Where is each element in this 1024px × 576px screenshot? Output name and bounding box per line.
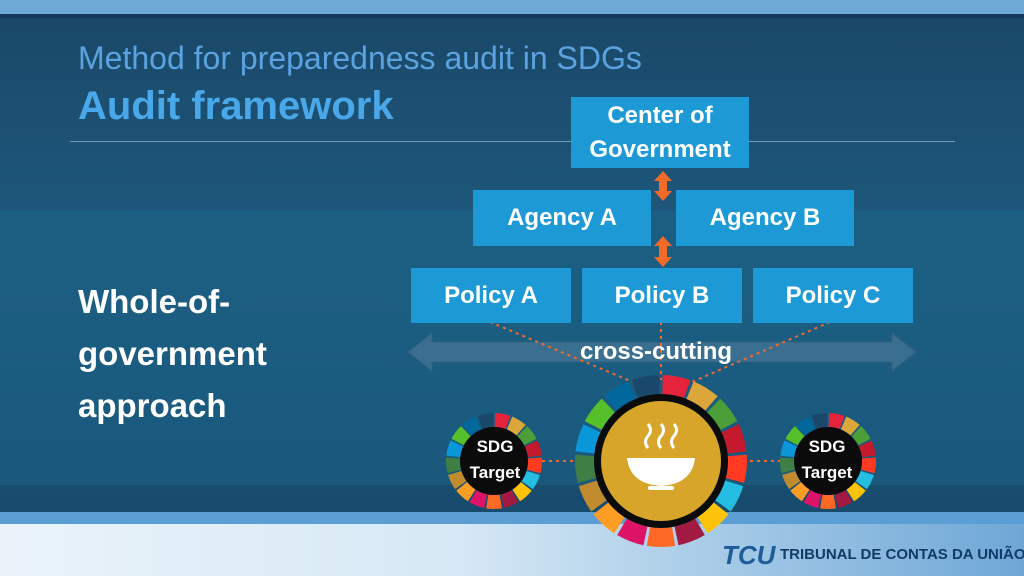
sdg-wheel-segment [715, 480, 744, 512]
footer-accent-line [0, 512, 1024, 524]
sdg-wheel-segment [521, 470, 540, 490]
sdg-wheel-segment [517, 426, 537, 446]
sdg-wheel-segment [811, 413, 828, 430]
sdg-wheel-segment [686, 381, 718, 411]
bowl-icon [627, 423, 695, 490]
sdg-wheel-segment [446, 457, 462, 474]
sdg-wheel-segment [790, 482, 810, 502]
sdg-target-wheel-left [446, 413, 542, 510]
sdg-wheel-segment [782, 470, 801, 490]
sdg-wheel-segment [779, 457, 796, 474]
sdg-wheel-segment [451, 426, 471, 446]
organization-name: TRIBUNAL DE CONTAS DA UNIÃO [780, 546, 1024, 563]
top-accent-bar [0, 0, 1024, 14]
sdg-wheel-center [460, 427, 528, 495]
agency-a-box: Agency A [473, 190, 651, 246]
policy-c-box: Policy C [753, 268, 913, 323]
sdg-wheel-segment [462, 416, 482, 436]
center-of-government-box: Center of Government [571, 97, 749, 168]
sdg-wheel-segment [494, 413, 511, 430]
top-dark-bar [0, 14, 1024, 18]
sdg-wheel-segment [574, 454, 597, 483]
sdg-wheel-segment [721, 424, 747, 454]
sdg-wheel-segment [858, 440, 876, 458]
sdg-target-label-right: SDG Target [801, 437, 853, 482]
title-divider [70, 141, 955, 142]
sdg-wheel-segment [840, 416, 860, 436]
sdg-wheel-segment [834, 490, 853, 508]
sdg-wheel-segment [820, 494, 836, 510]
cross-cutting-label: cross-cutting [580, 338, 733, 365]
slide-title: Audit framework [78, 84, 394, 128]
sdg-wheel-segment [456, 482, 476, 502]
tcu-logo: TCU [722, 540, 776, 570]
hierarchy-arrow-top [654, 171, 672, 201]
agency-b-box: Agency B [676, 190, 854, 246]
sdg-wheel-segment [725, 454, 747, 483]
sdg-wheel-segment [506, 416, 526, 436]
sdg-wheel-segment [584, 398, 615, 430]
sdg-wheel-segment [707, 398, 738, 430]
sdg-target-label-left: SDG Target [469, 437, 521, 482]
sdg-wheel-segment [500, 490, 519, 508]
hierarchy-arrow-middle [654, 236, 672, 267]
sdg-wheel-segment [524, 440, 542, 458]
sdg-wheel-segment [575, 424, 601, 454]
sdg-wheel-segment [796, 416, 816, 436]
sdg-wheel-segment [803, 490, 822, 508]
sdg-wheel-segment [617, 518, 648, 546]
side-label: Whole-of-government approach [78, 283, 267, 424]
sdg-wheel-segment [578, 480, 607, 512]
sdg-wheel-segment [662, 375, 691, 399]
sdg-wheel-segment [486, 494, 502, 510]
footer-bar [0, 524, 1024, 576]
sdg-wheel-segment [604, 381, 636, 411]
sdg-wheel-segment [785, 426, 805, 446]
sdg-wheel-segment [860, 457, 876, 474]
sdg-wheel-segment [593, 502, 625, 534]
sdg-wheel-segment [674, 518, 705, 546]
sdg-wheel-segment [697, 502, 729, 534]
sdg-wheel-segment [828, 413, 845, 430]
sdg-wheel-segment [631, 375, 660, 399]
sdg-wheel-segment [846, 482, 866, 502]
sdg-wheel-segment [780, 440, 798, 458]
sdg-wheel-center [794, 427, 862, 495]
policy-b-box: Policy B [582, 268, 742, 323]
sdg-wheel-segment [446, 440, 464, 458]
sdg-wheel-segment [448, 470, 467, 490]
sdg-wheel-segment [851, 426, 871, 446]
sdg-wheel-segment [526, 457, 542, 474]
sdg-wheel-segment [469, 490, 488, 508]
sdg-wheel-segment [477, 413, 494, 430]
sdg-wheel-segment [512, 482, 532, 502]
sdg-wheel-segment [855, 470, 874, 490]
slide-subtitle: Method for preparedness audit in SDGs [78, 40, 642, 76]
sdg-wheel-segment [646, 527, 676, 547]
policy-a-box: Policy A [411, 268, 571, 323]
sdg-target-wheel-right [779, 413, 876, 510]
